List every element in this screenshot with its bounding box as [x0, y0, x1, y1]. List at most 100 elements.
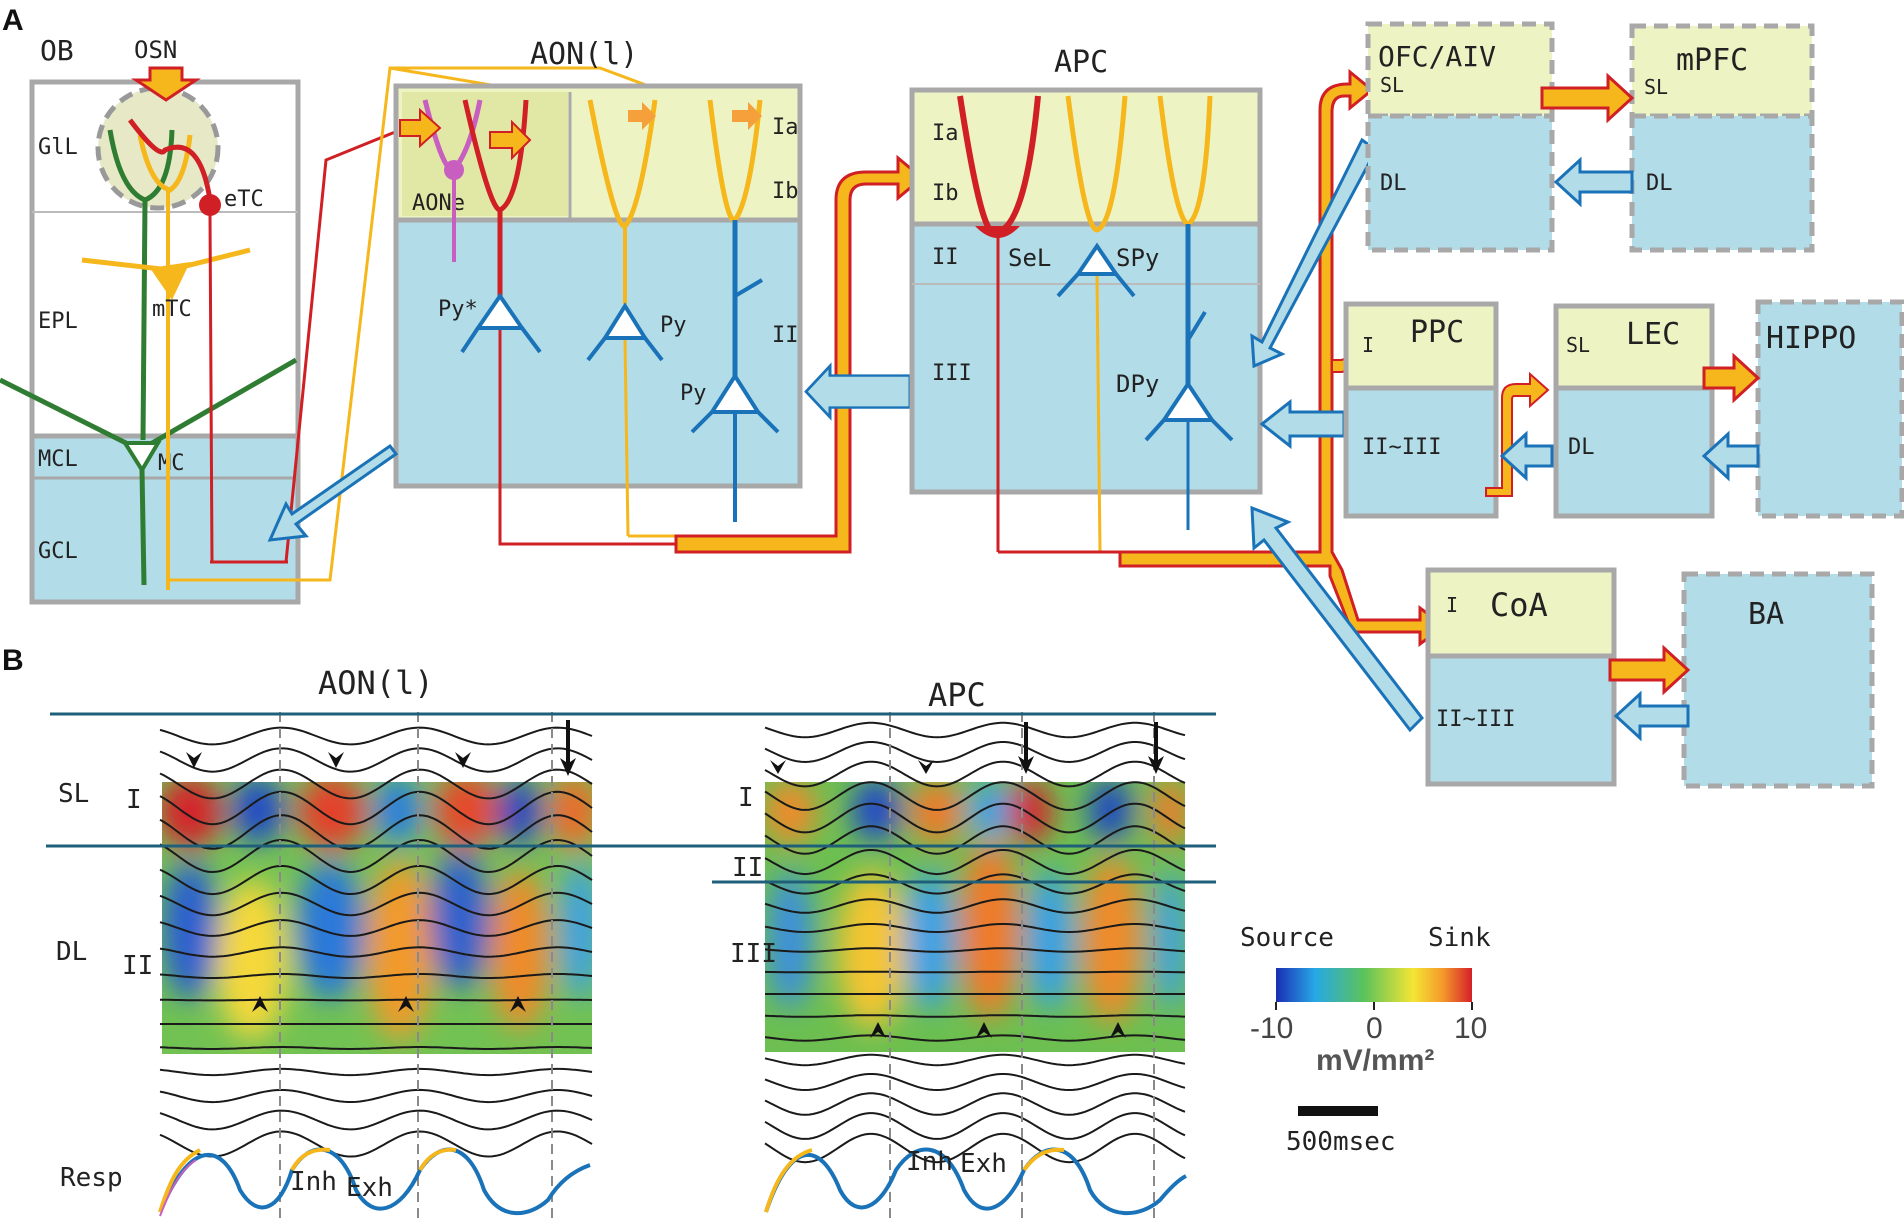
aon-layer-ia: Ia — [772, 115, 799, 140]
phase-dashed-lines — [279, 712, 1155, 1222]
field-potential-traces — [159, 721, 1186, 1164]
lfp-trace — [159, 768, 593, 800]
b-exh-label-2: Exh — [960, 1149, 1007, 1179]
apc-layer-ib: Ib — [932, 181, 959, 206]
layer-boundary-lines — [46, 712, 1216, 884]
colorbar-gradient — [1276, 968, 1472, 1002]
lec-box: LEC SL DL — [1553, 303, 1715, 519]
lfp-trace — [159, 747, 593, 773]
colorbar-sink: Sink — [1428, 923, 1491, 953]
mtc-label: mTC — [152, 297, 192, 322]
mpfc-title: mPFC — [1676, 43, 1748, 78]
ofc-aiv-box: OFC/AIV SL DL — [1365, 21, 1555, 253]
ofc-dl: DL — [1380, 171, 1407, 196]
lec-title: LEC — [1626, 317, 1680, 352]
apc-spy-soma — [1074, 242, 1120, 276]
ofc-title: OFC/AIV — [1378, 40, 1496, 73]
b-apc-label-i: I — [738, 783, 754, 813]
ob-title: OB — [40, 34, 74, 67]
apc-sel-label: SeL — [1008, 244, 1051, 272]
ppc-box: PPC I II~III — [1343, 301, 1499, 519]
b-label-sl: SL — [58, 779, 89, 809]
lfp-trace — [764, 741, 1186, 764]
lfp-trace — [764, 1053, 1186, 1067]
mc-soma — [121, 441, 162, 474]
lfp-trace — [764, 1112, 1186, 1140]
coa-to-ba-arrow — [1608, 644, 1691, 696]
lfp-trace — [159, 998, 593, 1002]
lfp-trace — [159, 726, 593, 746]
b-label-dl: DL — [56, 937, 87, 967]
ob-layer-epl: EPL — [38, 309, 78, 334]
apc-dpy-label: DPy — [1116, 370, 1159, 398]
coa-box: CoA I II~III — [1425, 567, 1617, 787]
ba-box: BA — [1681, 571, 1875, 789]
apc-csd-heatmap — [765, 782, 1185, 1052]
mc-label: MC — [158, 451, 185, 476]
apc-dpy-soma — [1160, 380, 1216, 422]
lec-to-hippo-arrow — [1702, 352, 1761, 404]
ppc-title: PPC — [1410, 315, 1464, 350]
lec-sl: SL — [1566, 333, 1590, 357]
ba-title: BA — [1748, 597, 1784, 632]
lfp-trace — [764, 1014, 1186, 1018]
ofc-to-mpfc-arrow — [1540, 72, 1635, 124]
mpfc-dl: DL — [1646, 171, 1673, 196]
apc-spy-label: SPy — [1116, 244, 1159, 272]
aon-csd-heatmap — [162, 782, 592, 1054]
aon-py1-soma — [601, 302, 649, 340]
ob-layer-gcl: GCL — [38, 539, 78, 564]
lfp-trace — [764, 1092, 1186, 1116]
lfp-trace — [159, 1067, 593, 1077]
lfp-trace — [764, 825, 1186, 855]
panel-a-letter: A — [2, 4, 24, 37]
aon-to-ob-feedback-arrow — [267, 443, 399, 542]
scale-bar-label: 500msec — [1286, 1127, 1396, 1157]
lfp-trace — [764, 802, 1186, 834]
b-label-i: I — [126, 785, 142, 815]
aon-title: AON(l) — [530, 37, 638, 72]
lfp-trace — [764, 898, 1186, 914]
lfp-trace — [764, 781, 1186, 811]
b-label-ii: II — [122, 951, 153, 981]
osn-label: OSN — [134, 36, 177, 64]
mpfc-sl: SL — [1644, 75, 1668, 99]
aone-label: AONe — [412, 191, 465, 216]
osn-arrow — [131, 66, 201, 102]
aon-py2-soma — [708, 372, 762, 414]
apc-title: APC — [1054, 45, 1108, 80]
coa-title: CoA — [1490, 586, 1548, 624]
hippo-title: HIPPO — [1766, 321, 1856, 356]
aon-layer-ib: Ib — [772, 179, 799, 204]
etc-soma — [199, 194, 221, 216]
coa-dl: II~III — [1436, 707, 1515, 732]
lfp-trace — [159, 919, 593, 937]
apc-to-aon-feedback-arrow — [804, 362, 912, 421]
ofc-sl: SL — [1380, 73, 1404, 97]
scale-bar — [1298, 1106, 1378, 1116]
trace-markers — [186, 720, 1164, 1038]
b-apc-label-ii: II — [732, 853, 763, 883]
respiration-traces — [158, 1147, 1187, 1217]
lfp-trace — [159, 814, 593, 850]
ppc-dl: II~III — [1362, 435, 1441, 460]
colorbar-max: 10 — [1454, 1012, 1487, 1045]
b-aon-title: AON(l) — [318, 664, 434, 702]
b-apc-title: APC — [928, 676, 986, 714]
ba-to-coa-arrow — [1613, 690, 1690, 742]
panel-b-letter: B — [2, 644, 24, 677]
colorbar-min: -10 — [1250, 1012, 1293, 1045]
apc-layer-iii: III — [932, 361, 972, 386]
ppc-sl: I — [1362, 333, 1374, 357]
ob-layer-gll: GlL — [38, 135, 78, 160]
apc-layer-ia: Ia — [932, 121, 959, 146]
mtc-soma — [150, 262, 190, 300]
lfp-trace — [159, 891, 593, 917]
etc-label: eTC — [224, 187, 264, 212]
ob-layer-mcl: MCL — [38, 447, 78, 472]
lfp-trace — [159, 864, 593, 896]
lec-to-ppc-arrow — [1499, 430, 1554, 482]
aon-pystar-label: Py* — [438, 297, 478, 322]
lfp-trace — [764, 947, 1186, 953]
